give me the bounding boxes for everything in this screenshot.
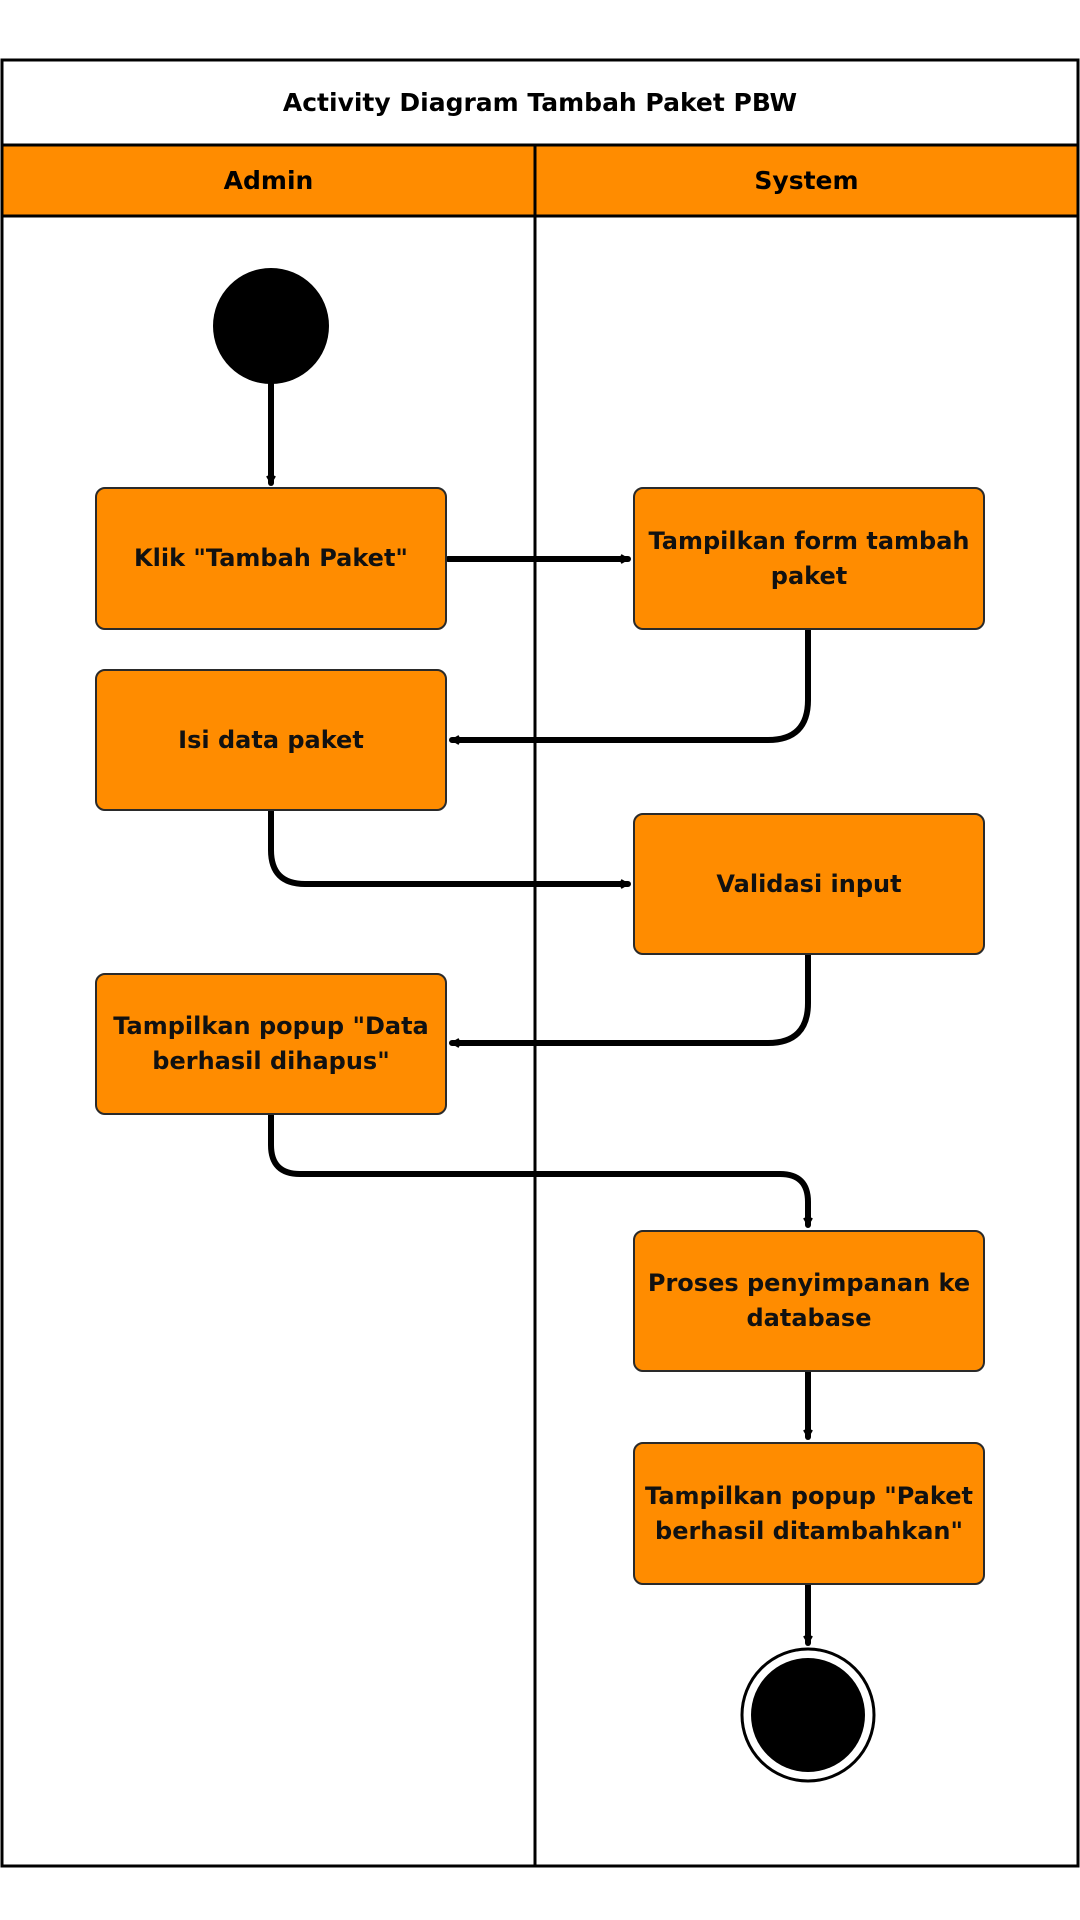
activity-label: Isi data paket <box>178 725 364 754</box>
final-node <box>740 1647 876 1783</box>
activity-label: Validasi input <box>716 869 902 898</box>
activity-label: Proses penyimpanan ke database <box>647 1269 971 1332</box>
lane-label-system: System <box>754 166 859 195</box>
lane-label-admin: Admin <box>223 166 314 195</box>
activity-popup-paket-ditambahkan: Tampilkan popup "Paket berhasil ditambah… <box>633 1442 985 1585</box>
activity-isi-data-paket: Isi data paket <box>95 669 447 811</box>
flow-isi-to-validasi <box>268 808 631 884</box>
activity-klik-tambah-paket: Klik "Tambah Paket" <box>95 487 447 630</box>
diagram-frame <box>0 58 1080 1868</box>
activity-label: Tampilkan popup "Paket berhasil ditambah… <box>645 1481 973 1545</box>
flow-validasi-to-popup-hapus <box>449 952 811 1043</box>
flow-popup-hapus-to-proses <box>268 1112 808 1228</box>
activity-label: Klik "Tambah Paket" <box>134 544 408 573</box>
activity-validasi-input: Validasi input <box>633 813 985 955</box>
lane-header-band <box>0 143 1080 218</box>
activity-proses-penyimpanan: Proses penyimpanan ke database <box>633 1230 985 1372</box>
activity-popup-data-dihapus: Tampilkan popup "Data berhasil dihapus" <box>95 973 447 1115</box>
flow-form-to-isi <box>449 627 811 740</box>
activity-tampilkan-form: Tampilkan form tambah paket <box>633 487 985 630</box>
diagram-title: Activity Diagram Tambah Paket PBW <box>282 88 798 117</box>
initial-node <box>213 268 329 384</box>
activity-label: Tampilkan form tambah paket <box>648 526 970 590</box>
activity-label: Tampilkan popup "Data berhasil dihapus" <box>113 1012 429 1075</box>
